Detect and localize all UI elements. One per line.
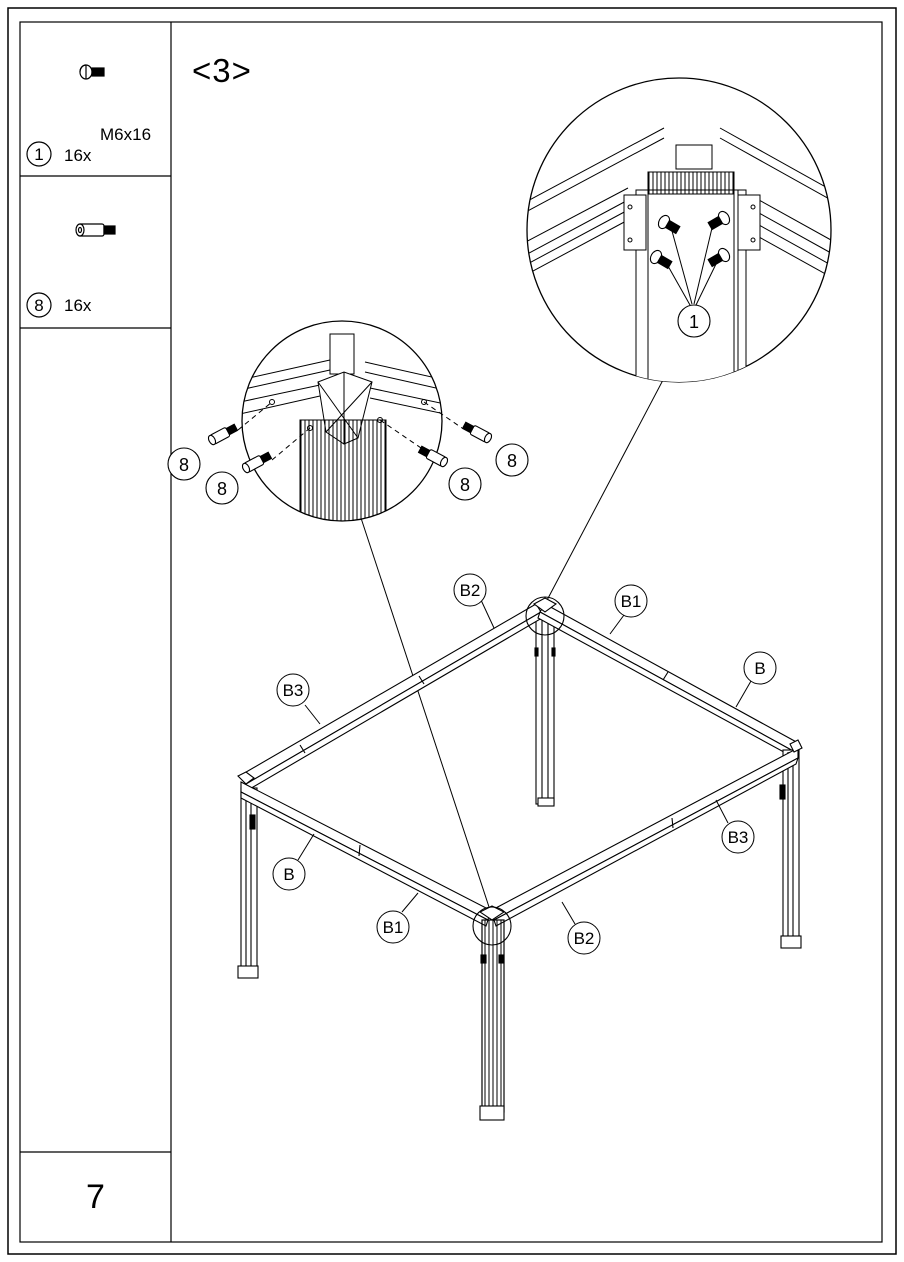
right-post [779, 749, 802, 949]
left-post [237, 787, 259, 979]
detail-callout-8-c: 8 [460, 475, 470, 495]
part-1-bolt-icon [79, 64, 105, 80]
label-b2-front: B2 [574, 929, 595, 948]
label-b2-back: B2 [460, 581, 481, 600]
front-post [479, 919, 505, 1121]
label-b-front: B [283, 865, 294, 884]
label-b3-right: B3 [728, 828, 749, 847]
label-b1-front: B1 [383, 918, 404, 937]
label-b-right: B [754, 659, 765, 678]
detail-callout-8-a: 8 [179, 455, 189, 475]
detail-callout-8-b: 8 [217, 479, 227, 499]
label-b1-right: B1 [621, 592, 642, 611]
part-1-callout-number: 1 [34, 145, 43, 164]
part-1-quantity: 16x [64, 146, 92, 165]
back-post [534, 617, 556, 807]
detail-view-spacers: 8 8 8 8 [167, 320, 529, 522]
gazebo-frame [237, 597, 803, 1121]
page-number: 7 [86, 1177, 105, 1216]
detail-callout-1: 1 [689, 312, 699, 332]
detail-callout-8-d: 8 [507, 451, 517, 471]
label-b3-left: B3 [283, 681, 304, 700]
beam-front-left [240, 781, 491, 927]
detail-view-bolts: 1 [526, 77, 832, 383]
part-1-callout: 1 16x M6x16 [26, 125, 151, 167]
part-8-callout: 8 16x [26, 292, 92, 318]
page-border [7, 7, 897, 1255]
part-8-callout-number: 8 [34, 296, 43, 315]
part-8-quantity: 16x [64, 296, 92, 315]
step-title: <3> [192, 52, 252, 89]
detail-leader-lines [360, 379, 664, 911]
beam-labels: B2 B1 B B3 B3 B B1 B2 [272, 573, 777, 955]
corner-highlight-circles [472, 596, 565, 946]
part-8-spacer-bolt-icon [75, 223, 116, 237]
part-1-spec: M6x16 [100, 125, 151, 144]
